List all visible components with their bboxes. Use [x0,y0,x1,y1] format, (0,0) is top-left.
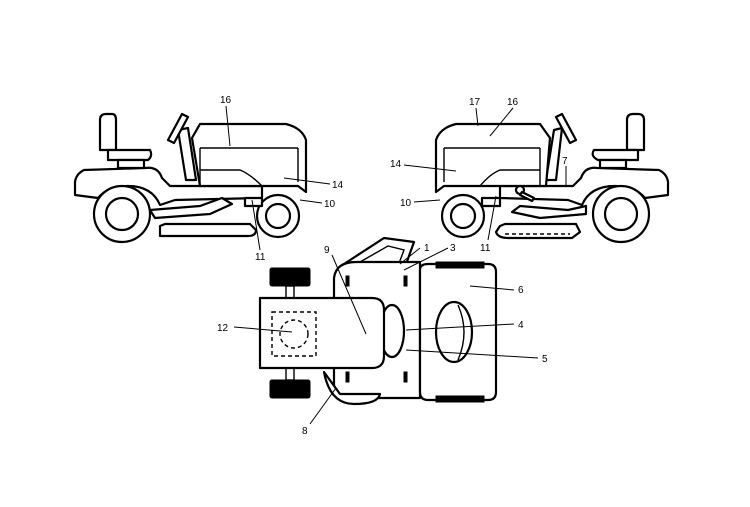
rear-axle-b [285,367,295,381]
frame-rail [480,196,502,208]
hood-panel-line [443,147,541,186]
callout-left-16: 16 [220,95,232,106]
callout-top-6: 6 [518,285,524,296]
hood-lower-line [200,169,263,187]
seat-cushion [591,148,640,162]
callout-labels: 16 14 10 11 17 16 14 7 10 11 1 3 9 6 12 … [217,95,568,437]
front-tire-top-a [435,261,485,269]
front-wheel-hub [264,202,292,230]
lift-lever [518,190,536,203]
steering-wheel [166,112,190,145]
fuel-cap [279,319,309,349]
seat-post [598,158,628,170]
steering-wheel [554,112,578,145]
mower-deck [158,222,258,238]
callout-top-4: 4 [518,320,524,331]
body-stripe-3 [403,275,408,287]
leader-lines [225,105,567,425]
rear-wheel-hub [104,196,140,232]
mower-deck [494,222,582,240]
rear-tire-top-a [269,267,311,287]
rear-fender-top [258,296,386,370]
hood-panel-line [199,147,299,186]
callout-right-10: 10 [400,198,412,209]
callout-left-11: 11 [255,252,266,263]
rear-wheel-hub [603,196,639,232]
callout-top-3: 3 [450,243,456,254]
deck-lift-arm [510,204,588,220]
hood-emblem-curve [457,304,465,361]
seat-back [98,112,118,152]
callout-left-10: 10 [324,199,336,210]
body-stripe-2 [345,371,350,383]
callout-top-8: 8 [302,426,308,437]
seat-back [625,112,646,152]
callout-top-5: 5 [542,354,548,365]
callout-right-7: 7 [562,156,568,167]
frame-rail [243,196,264,208]
tractor-right-side-view [434,112,670,244]
callout-top-1: 1 [424,243,430,254]
hood [434,122,552,194]
body-stripe-1 [345,275,350,287]
steering-wheel-inner [359,245,405,267]
tractor-top-view [258,236,498,406]
deck-lift-arm [148,196,234,220]
hood [190,122,308,194]
fuel-cap-area [271,311,317,357]
seat-post [116,158,146,170]
callout-top-9: 9 [324,245,330,256]
steering-column [176,126,198,182]
front-wheel-hub [449,202,477,230]
callout-top-12: 12 [217,323,229,334]
callout-left-14: 14 [332,180,344,191]
tractor-left-side-view [73,112,308,244]
front-tire-top-b [435,395,485,403]
seat-cushion [106,148,153,162]
rear-tire-top-b [269,379,311,399]
callout-right-11: 11 [480,243,491,254]
deck-side-bump [322,370,382,406]
hood-lower-line [479,169,540,187]
rear-axle-a [285,285,295,299]
callout-right-16: 16 [507,97,519,108]
callout-right-17: 17 [469,97,481,108]
body-stripe-4 [403,371,408,383]
callout-right-14: 14 [390,159,402,170]
